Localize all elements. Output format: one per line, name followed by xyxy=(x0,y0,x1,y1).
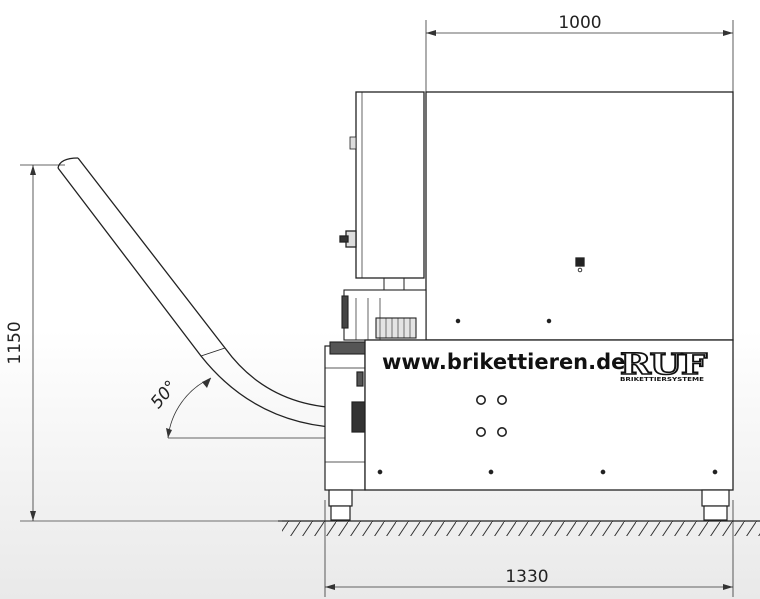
dimension-width-bottom: 1330 xyxy=(324,500,734,597)
logo-text: RUF xyxy=(620,347,708,381)
motor-unit xyxy=(329,289,427,355)
feed-chute xyxy=(57,157,353,429)
indicator-lights xyxy=(475,394,507,437)
left-housing xyxy=(324,345,366,491)
angle-label: 50° xyxy=(147,377,182,413)
dimension-width-top: 1000 xyxy=(425,13,734,92)
website-label: www.brikettieren.de xyxy=(382,350,625,374)
ground-line xyxy=(20,520,760,536)
machine-feet xyxy=(328,489,730,521)
height-left-label: 1150 xyxy=(5,321,25,364)
width-top-label: 1000 xyxy=(558,13,601,33)
dimension-height-left: 1150 xyxy=(5,164,65,521)
upper-cabinet xyxy=(425,91,734,341)
angle-annotation: 50° xyxy=(147,377,352,439)
logo-tagline: BRIKETTIERSYSTEME xyxy=(620,377,704,383)
control-box xyxy=(339,91,425,293)
machine-body xyxy=(364,339,734,491)
ruf-logo: RUF BRIKETTIERSYSTEME xyxy=(619,346,709,383)
width-bottom-label: 1330 xyxy=(505,567,548,587)
